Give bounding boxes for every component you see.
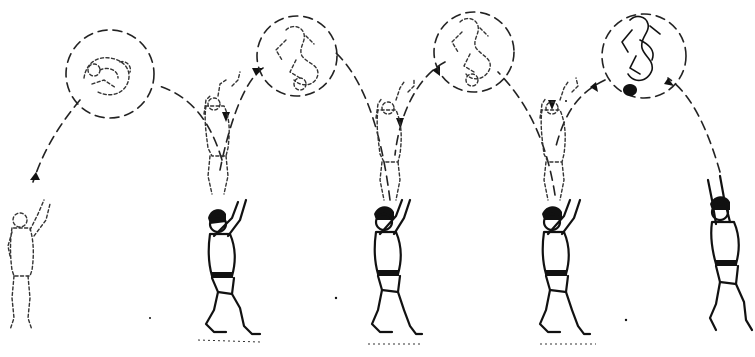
arc-5 <box>668 78 720 172</box>
rotation-circle-1 <box>66 30 154 118</box>
flyer-figure-2 <box>204 72 240 194</box>
rotation-circle-4 <box>602 14 686 98</box>
flyer-figure-4 <box>540 78 578 200</box>
base-figure-2 <box>368 200 422 344</box>
arc-2a <box>156 85 222 160</box>
arc-3b <box>395 62 445 155</box>
landing-figure <box>8 200 50 330</box>
rotation-circle-3 <box>434 12 514 92</box>
rotation-circle-2 <box>257 16 337 96</box>
flyer-figure-3 <box>376 78 414 200</box>
arc-1 <box>33 100 80 182</box>
base-figure-3 <box>540 200 596 344</box>
base-figure-4 <box>708 176 752 330</box>
arrow-head <box>30 172 40 180</box>
base-figure-1 <box>198 200 260 342</box>
flight-paths <box>33 52 720 200</box>
arc-4a <box>498 72 555 195</box>
arc-3a <box>335 52 390 200</box>
head-icon <box>623 84 637 96</box>
